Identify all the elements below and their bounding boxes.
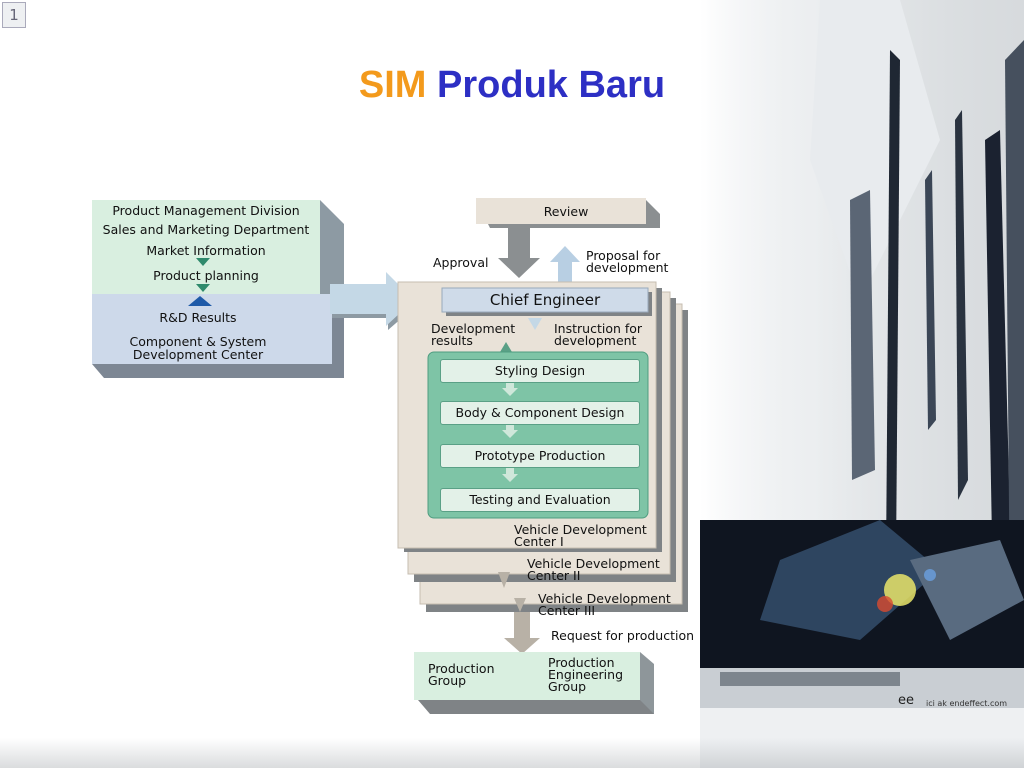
chief-engineer-bar bbox=[441, 287, 649, 313]
triangle-down-1 bbox=[196, 258, 210, 266]
production-box bbox=[414, 652, 640, 700]
proposal-line-1: Proposal for bbox=[586, 248, 661, 263]
left-line-7: Development Center bbox=[132, 347, 264, 362]
proposal-line-2: development bbox=[586, 260, 669, 275]
step-styling-design: Styling Design bbox=[440, 359, 640, 383]
prod-eng-line-3: Group bbox=[548, 679, 587, 694]
left-line-5: R&D Results bbox=[159, 310, 237, 325]
request-arrow bbox=[504, 612, 540, 654]
center-1-line-1: Vehicle Development bbox=[514, 522, 647, 537]
prod-eng-line-2: Engineering bbox=[548, 667, 623, 682]
left-block-shadow bbox=[92, 294, 344, 378]
dev-results-line-1: Development bbox=[431, 321, 516, 336]
page-title: SIM Produk Baru bbox=[0, 64, 1024, 107]
instruction-line-2: development bbox=[554, 333, 637, 348]
slide-number: 1 bbox=[2, 2, 26, 28]
background-artwork: ee ici ak endeffect.com bbox=[700, 0, 1024, 768]
instruction-arrow bbox=[528, 318, 542, 330]
title-rest: Produk Baru bbox=[437, 64, 666, 106]
prod-eng-line-1: Production bbox=[548, 655, 615, 670]
step-testing-evaluation: Testing and Evaluation bbox=[440, 488, 640, 512]
dev-results-line-2: results bbox=[431, 333, 473, 348]
left-line-3: Market Information bbox=[146, 243, 266, 258]
center-2-line-1: Vehicle Development bbox=[527, 556, 660, 571]
review-box bbox=[476, 198, 646, 224]
title-sim: SIM bbox=[358, 64, 427, 106]
bg-logo-text: ee bbox=[898, 693, 914, 708]
bottom-decor bbox=[0, 738, 1024, 768]
triangle-up-3 bbox=[188, 296, 212, 306]
main-arrow bbox=[330, 272, 414, 326]
center-2-line-2: Center II bbox=[527, 568, 581, 583]
proposal-arrow bbox=[550, 246, 580, 286]
center-1-line-2: Center I bbox=[514, 534, 564, 549]
chief-engineer-label: Chief Engineer bbox=[489, 291, 601, 309]
review-label: Review bbox=[543, 204, 589, 219]
left-block-green bbox=[92, 200, 320, 294]
production-group-line-1: Production bbox=[428, 661, 495, 676]
left-block-blue bbox=[92, 294, 332, 364]
approval-arrow bbox=[498, 224, 540, 278]
production-group-line-2: Group bbox=[428, 673, 467, 688]
left-line-2: Sales and Marketing Department bbox=[102, 222, 310, 237]
left-line-6: Component & System bbox=[129, 334, 267, 349]
teal-process-panel bbox=[427, 351, 649, 519]
center-3-line-1: Vehicle Development bbox=[538, 591, 671, 606]
instruction-line-1: Instruction for bbox=[554, 321, 643, 336]
left-line-1: Product Management Division bbox=[112, 203, 300, 218]
step-body-component-design: Body & Component Design bbox=[440, 401, 640, 425]
left-line-4: Product planning bbox=[153, 268, 259, 283]
approval-label: Approval bbox=[433, 255, 489, 270]
step-prototype-production: Prototype Production bbox=[440, 444, 640, 468]
center-3-line-2: Center III bbox=[538, 603, 596, 618]
triangle-down-2 bbox=[196, 284, 210, 292]
bg-url-text: ici ak endeffect.com bbox=[926, 699, 1007, 708]
dev-results-arrow bbox=[500, 342, 512, 352]
request-label: Request for production bbox=[551, 628, 695, 643]
